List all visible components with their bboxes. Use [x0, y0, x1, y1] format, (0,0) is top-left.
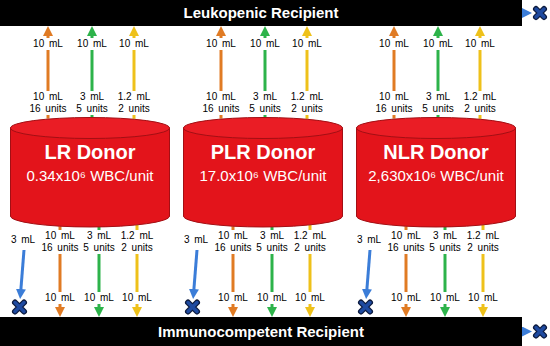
volume-label: 10 mL — [121, 292, 153, 304]
volume-label: 10 mL — [118, 38, 150, 50]
x-fill — [361, 303, 370, 312]
recipient-bar: Leukopenic Recipient — [0, 0, 522, 26]
x-outline — [536, 9, 544, 17]
volume-label: 10 mL — [294, 292, 326, 304]
cylinder-top — [357, 118, 516, 139]
x-symbol — [188, 303, 197, 312]
volume-label: 1.2 mL 2 units — [465, 230, 501, 254]
volume-label: 10 mL — [205, 38, 237, 50]
recipient-label: Immunocompetent Recipient — [158, 323, 364, 340]
x-outline — [361, 303, 370, 312]
x-outline — [536, 328, 544, 336]
volume-label: 10 mL 16 units — [40, 230, 80, 254]
volume-label: 3 mL — [10, 234, 36, 246]
volume-label: 10 mL 16 units — [213, 230, 253, 254]
volume-label: 3 mL 5 units — [421, 91, 455, 115]
x-fill — [15, 303, 24, 312]
volume-label: 10 mL — [83, 292, 115, 304]
cylinder-top — [184, 118, 343, 139]
volume-label: 10 mL — [32, 38, 64, 50]
volume-label: 10 mL — [44, 292, 76, 304]
volume-label: 3 mL 5 units — [82, 230, 116, 254]
volume-label: 10 mL — [378, 38, 410, 50]
donor-cylinder: NLR Donor 2,630x10⁶ WBC/unit — [356, 117, 516, 227]
discard-arrow — [367, 250, 370, 293]
volume-label: 10 mL — [291, 38, 323, 50]
outcome-arrow — [522, 12, 526, 15]
volume-label: 1.2 mL 2 units — [116, 91, 152, 115]
recipient-bar: Immunocompetent Recipient — [0, 317, 522, 346]
x-fill — [536, 328, 544, 336]
discard-arrow — [194, 250, 197, 293]
cylinder-body — [184, 128, 343, 227]
volume-label: 10 mL — [217, 292, 249, 304]
volume-label: 10 mL 16 units — [386, 230, 426, 254]
volume-label: 10 mL — [390, 292, 422, 304]
x-symbol — [361, 303, 370, 312]
x-fill — [188, 303, 197, 312]
x-symbol — [536, 9, 544, 17]
cylinder-body — [11, 128, 170, 227]
volume-label: 1.2 mL 2 units — [462, 91, 498, 115]
volume-label: 10 mL 16 units — [201, 91, 241, 115]
volume-label: 10 mL 16 units — [374, 91, 414, 115]
wbc-count: 2,630x10⁶ WBC/unit — [368, 167, 503, 184]
x-symbol — [15, 303, 24, 312]
volume-label: 3 mL 5 units — [248, 91, 282, 115]
donor-name: NLR Donor — [383, 141, 489, 164]
volume-label: 10 mL — [76, 38, 108, 50]
x-outline — [188, 303, 197, 312]
volume-label: 10 mL — [467, 292, 499, 304]
donor-name: PLR Donor — [211, 141, 315, 164]
volume-label: 3 mL 5 units — [255, 230, 289, 254]
volume-label: 1.2 mL 2 units — [289, 91, 325, 115]
x-fill — [536, 9, 544, 17]
volume-label: 3 mL — [356, 234, 382, 246]
volume-label: 1.2 mL 2 units — [119, 230, 155, 254]
cylinder-body — [357, 128, 516, 227]
volume-label: 10 mL — [429, 292, 461, 304]
volume-label: 3 mL — [183, 234, 209, 246]
volume-label: 10 mL 16 units — [28, 91, 68, 115]
recipient-label: Leukopenic Recipient — [183, 4, 338, 21]
cylinder-top — [11, 118, 170, 139]
discard-arrow — [21, 250, 24, 293]
volume-label: 10 mL — [249, 38, 281, 50]
donor-cylinder: LR Donor 0.34x10⁶ WBC/unit — [10, 117, 170, 227]
volume-label: 10 mL — [422, 38, 454, 50]
x-outline — [15, 303, 24, 312]
volume-label: 1.2 mL 2 units — [292, 230, 328, 254]
outcome-arrow — [522, 330, 526, 333]
donor-cylinder: PLR Donor 17.0x10⁶ WBC/unit — [183, 117, 343, 227]
x-symbol — [536, 328, 544, 336]
volume-label: 3 mL 5 units — [428, 230, 462, 254]
wbc-count: 0.34x10⁶ WBC/unit — [26, 167, 153, 184]
volume-label: 3 mL 5 units — [75, 91, 109, 115]
wbc-count: 17.0x10⁶ WBC/unit — [199, 167, 326, 184]
volume-label: 10 mL — [256, 292, 288, 304]
volume-label: 10 mL — [464, 38, 496, 50]
donor-name: LR Donor — [44, 141, 135, 164]
